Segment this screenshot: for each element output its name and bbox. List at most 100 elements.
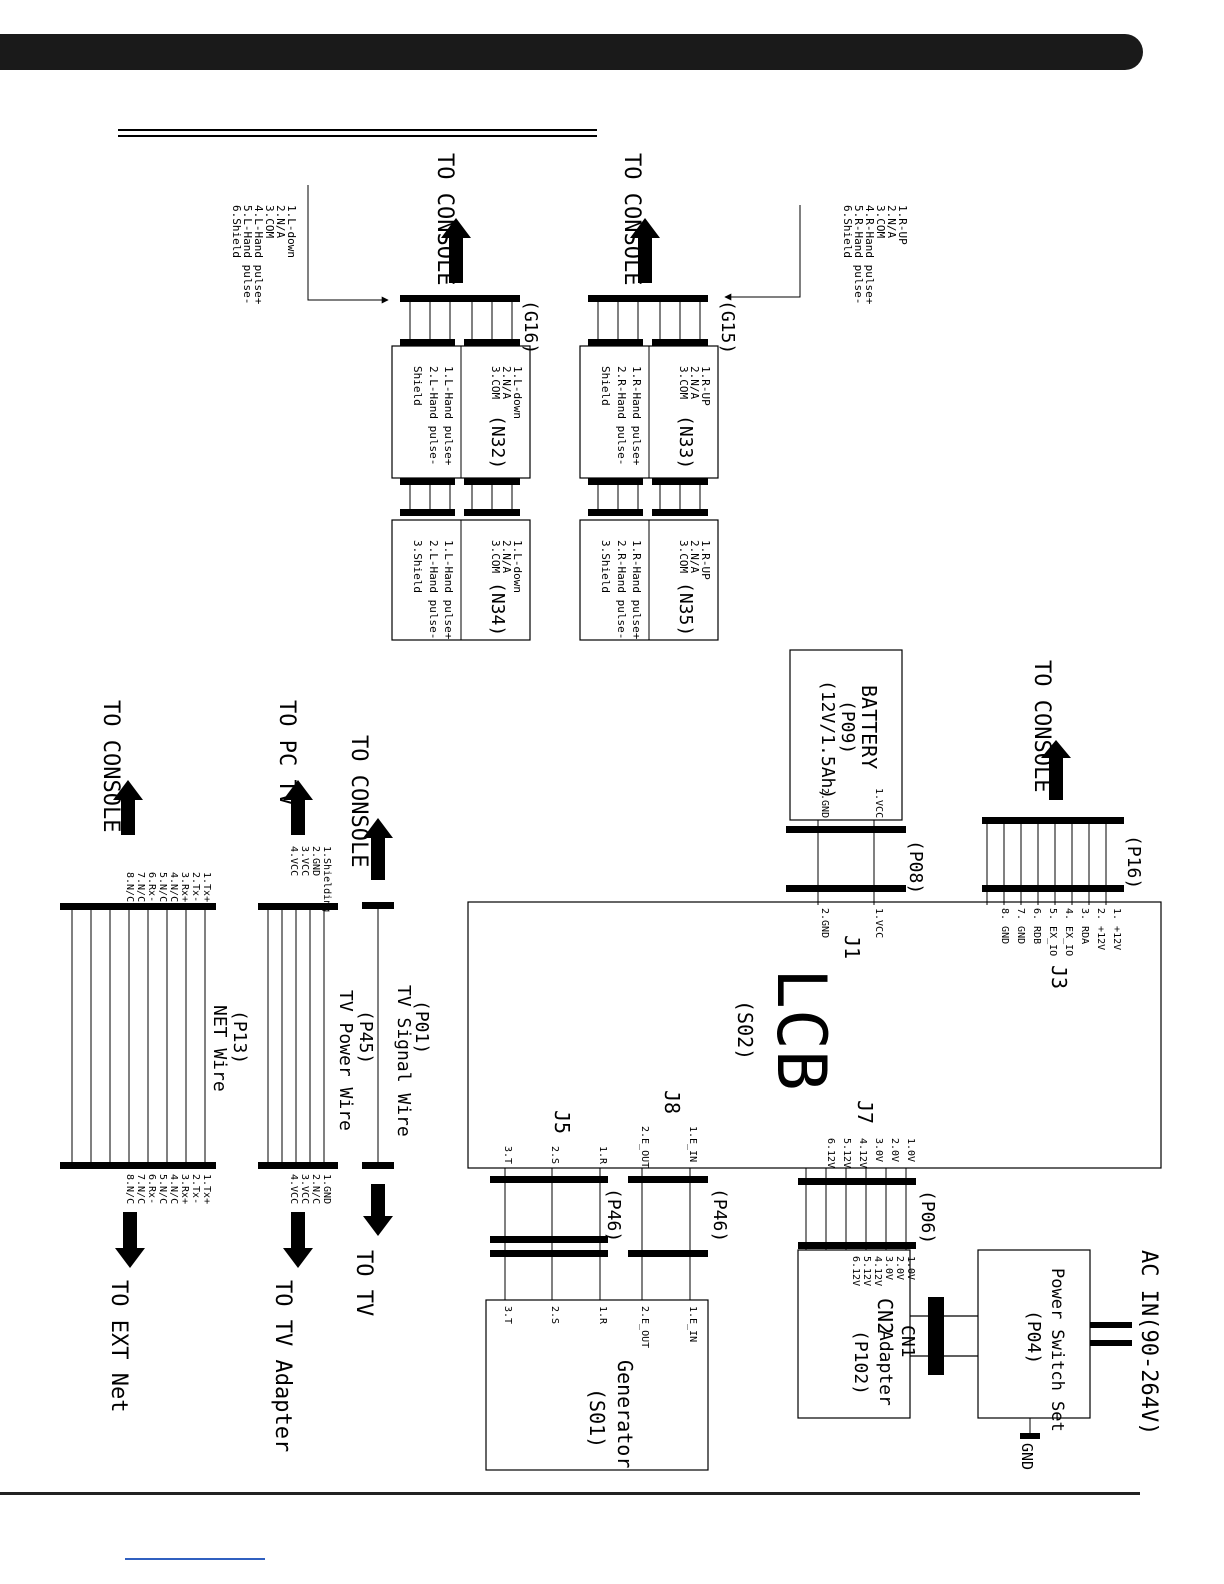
n33-pin-label: 1.R-UP bbox=[699, 366, 712, 406]
g15-pin-label: 5.R-Hand pulse- bbox=[852, 205, 865, 304]
j1-label: J1 bbox=[840, 935, 864, 959]
n34-pin-label: 1.L-down bbox=[511, 540, 524, 593]
header-bar bbox=[0, 34, 1143, 70]
n34-pin-label: 3.Shield bbox=[411, 540, 424, 593]
g15-pin-label: 6.Shield bbox=[841, 205, 854, 258]
n35-pin-label: 2.R-Hand pulse- bbox=[615, 540, 628, 639]
p16-connector bbox=[982, 817, 1124, 824]
lcb-pin-label: 8. GND bbox=[999, 908, 1010, 944]
adapter-pin-label: 1.0V bbox=[905, 1256, 916, 1280]
battery-group: BATTERY (P09) (12V/1.5Ah) 1.VCC 2.GND (P… bbox=[786, 649, 926, 905]
p45-group: TO PC TV 1.Shielding 2.GND 3.VCC 4.VCC (… bbox=[258, 700, 376, 1452]
to-tv-adapter-label: TO TV Adapter bbox=[270, 1280, 295, 1452]
g16-pin-label: 6.Shield bbox=[230, 205, 243, 258]
p06-connector bbox=[798, 1178, 916, 1185]
n34-pin-label: 2.N/A bbox=[500, 540, 513, 573]
p06-label: (P06) bbox=[917, 1190, 938, 1244]
p13-pin-label: 2.Tx- bbox=[190, 1174, 201, 1204]
arrow-down-icon bbox=[283, 1212, 313, 1268]
generator-pin-label: 1.R bbox=[597, 1306, 608, 1325]
j8-label: J8 bbox=[660, 1090, 684, 1114]
g16-pin-label: 3.COM bbox=[263, 205, 276, 238]
arrow-up-icon bbox=[113, 780, 143, 835]
cn2-label: CN2 bbox=[873, 1298, 897, 1334]
lcb-pin-label: 2.0V bbox=[889, 1138, 900, 1162]
lcb-pin-label: 7. GND bbox=[1015, 908, 1026, 944]
to-console-label: TO CONSOLE bbox=[98, 700, 123, 832]
battery-code: (P09) bbox=[837, 700, 858, 754]
n32-pin-label: 1.L-down bbox=[511, 366, 524, 419]
ac-plug-pin bbox=[1090, 1322, 1132, 1328]
g15-pin-label: 2.N/A bbox=[885, 205, 898, 238]
lcb-pin-label: 4. EX_IO bbox=[1063, 908, 1074, 956]
arrow-up-icon bbox=[283, 780, 313, 835]
ac-plug-pin bbox=[1090, 1340, 1132, 1346]
generator-pin-label: 1.E_IN bbox=[687, 1306, 698, 1342]
lcb-pin-label: 3. RDA bbox=[1079, 908, 1090, 944]
n35-pin-label: 1.R-Hand pulse+ bbox=[630, 540, 643, 640]
lcb-pin-label: 4.12V bbox=[857, 1138, 868, 1168]
p01-code: (P01) bbox=[411, 1000, 432, 1054]
generator-group: (P46) (P46) 1.E_IN 2.E_OUT 1.R 2.S 3.T G… bbox=[485, 1168, 730, 1471]
power-switch-name: Power Switch Set bbox=[1047, 1268, 1067, 1432]
n35-pin-label: 1.R-UP bbox=[699, 540, 712, 580]
lcb-box bbox=[467, 901, 1162, 1169]
p08-connector bbox=[786, 826, 906, 833]
p45-pin-label: 3.VCC bbox=[299, 846, 310, 876]
arrow-up-icon bbox=[363, 818, 393, 880]
n33-pin-label: 2.N/A bbox=[688, 366, 701, 399]
n35-pin-label: 3.Shield bbox=[599, 540, 612, 593]
p13-pin-label: 2.Tx- bbox=[190, 872, 201, 902]
generator-pin-label: 3.T bbox=[502, 1306, 513, 1324]
cn1-label: CN1 bbox=[897, 1325, 918, 1358]
p45-pin-label: 2.GND bbox=[310, 846, 321, 876]
generator-name: Generator bbox=[613, 1360, 637, 1468]
n33-pin-label: Shield bbox=[599, 366, 612, 406]
n35-pin-label: 3.COM bbox=[677, 540, 690, 573]
battery-pin-label: 1.VCC bbox=[873, 788, 884, 818]
lcb-pin-label: 1.VCC bbox=[873, 908, 884, 938]
power-switch-code: (P04) bbox=[1023, 1310, 1044, 1364]
lcb-pin-label: 2. +12V bbox=[1095, 908, 1106, 950]
to-ext-net-label: TO EXT Net bbox=[106, 1280, 131, 1412]
p13-pin-label: 5.N/C bbox=[157, 1174, 168, 1204]
adapter-pin-label: 6.12V bbox=[850, 1256, 861, 1286]
n34-pin-label: 2.L-Hand pulse- bbox=[427, 540, 440, 639]
p16-group: TO CONSOLE (P16) bbox=[982, 660, 1144, 905]
adapter-name: Adapter bbox=[875, 1330, 896, 1406]
lcb-pin-label: 2.E_OUT bbox=[639, 1126, 650, 1168]
p08-label: (P08) bbox=[905, 840, 926, 894]
p45-name: TV Power Wire bbox=[335, 990, 356, 1131]
g15-pin-label: 1.R-UP bbox=[896, 205, 909, 245]
adapter-code: (P102) bbox=[850, 1330, 871, 1395]
battery-box bbox=[789, 649, 903, 821]
to-tv-label: TO TV bbox=[351, 1250, 376, 1316]
lcb-pin-label: 3.0V bbox=[873, 1138, 884, 1162]
j5-label: J5 bbox=[550, 1110, 574, 1134]
p45-pin-label: 2.N/C bbox=[310, 1174, 321, 1204]
p13-pin-label: 4.N/C bbox=[168, 872, 179, 902]
power-switch-group: Power Switch Set (P04) AC IN(90-264V) GN… bbox=[977, 1249, 1161, 1470]
footer-link[interactable] bbox=[125, 1558, 265, 1560]
section-underline bbox=[118, 129, 597, 137]
j3-label: J3 bbox=[1047, 965, 1071, 989]
p13-pin-label: 7.N/C bbox=[135, 1174, 146, 1204]
n33-pin-label: 3.COM bbox=[677, 366, 690, 399]
g15-label: (G15) bbox=[717, 300, 738, 354]
n32-label: (N32) bbox=[487, 415, 508, 469]
lcb-pin-label: 1.E_IN bbox=[687, 1126, 698, 1162]
n32-pin-label: 2.L-Hand pulse- bbox=[427, 366, 440, 465]
n35-label: (N35) bbox=[675, 582, 696, 636]
g16-pin-label: 5.L-Hand pulse- bbox=[241, 205, 254, 304]
p13-pin-label: 8.N/C bbox=[124, 1174, 135, 1204]
adapter-group: (P06) 1.0V 2.0V 3.0V 4.12V 5.12V 6.12V C… bbox=[797, 1168, 978, 1419]
adapter-pin-label: 5.12V bbox=[861, 1256, 872, 1286]
n33-label: (N33) bbox=[675, 415, 696, 469]
arrow-up-icon bbox=[630, 218, 660, 283]
n34-pin-label: 3.COM bbox=[489, 540, 502, 573]
g15-connector bbox=[588, 295, 708, 302]
p13-pin-label: 3.Rx+ bbox=[179, 1174, 190, 1204]
lcb-pin-label: 6. RDB bbox=[1031, 908, 1042, 944]
lcb-code: (S02) bbox=[733, 1000, 757, 1060]
